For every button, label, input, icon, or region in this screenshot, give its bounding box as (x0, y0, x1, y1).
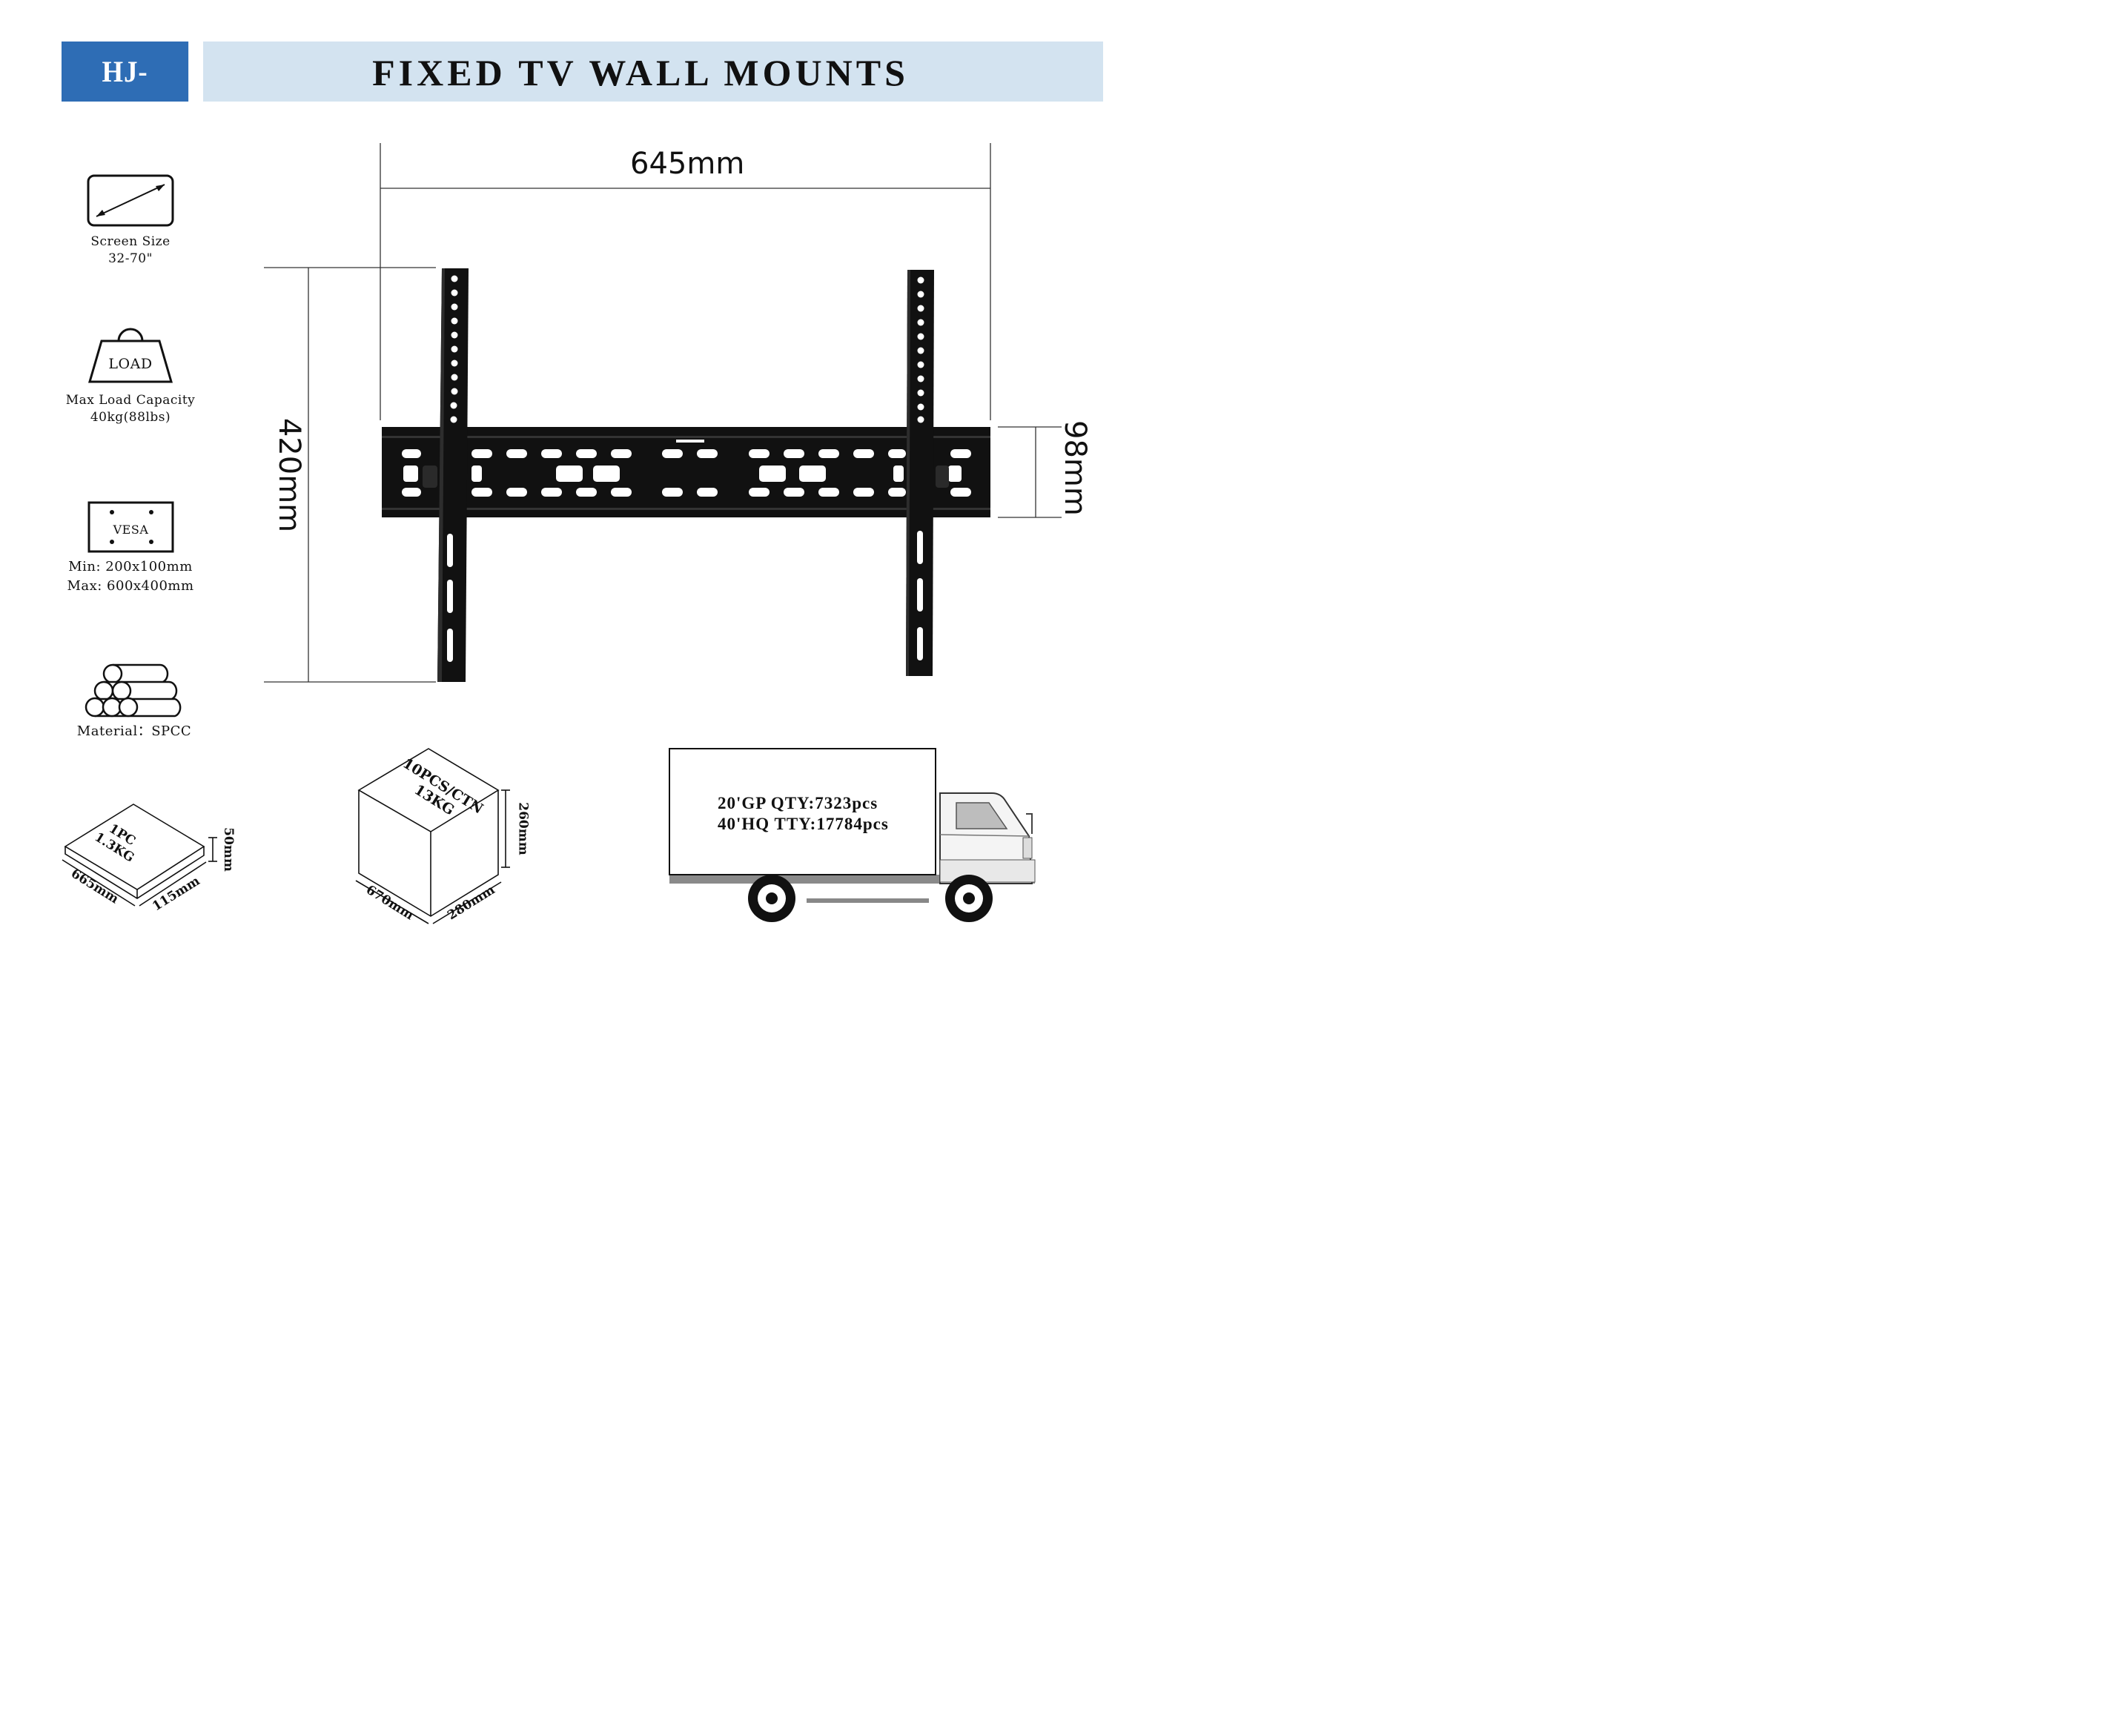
spec-sheet: HJ-HT003 FIXED TV WALL MOUNTS (0, 0, 1145, 938)
product-drawing (264, 143, 1062, 683)
dimension-lines (264, 143, 1062, 683)
screen-size-label: Screen Size 32-70" (90, 234, 171, 266)
left-vertical-bracket (437, 268, 469, 682)
vesa-pattern-icon (87, 501, 174, 553)
title-banner (203, 42, 1103, 102)
page-title: FIXED TV WALL MOUNTS (372, 52, 909, 93)
truck-icon (669, 748, 1036, 922)
vesa-range-label: Min: 200x100mm Max: 600x400mm (67, 559, 194, 594)
single-box-icon (62, 804, 217, 907)
hq40-quantity: 40'HQ TTY:17784pcs (718, 815, 889, 833)
carton-box-icon (355, 748, 510, 924)
packaging-drawings (62, 748, 510, 924)
tv-diagonal-icon (87, 174, 174, 227)
horizontal-rail (382, 427, 990, 517)
gp20-quantity: 20'GP QTY:7323pcs (718, 794, 878, 812)
right-vertical-bracket (906, 270, 934, 676)
load-capacity-label: Max Load Capacity 40kg(88lbs) (65, 393, 196, 425)
vesa-icon-text: VESA (113, 523, 149, 537)
spec-icons (85, 174, 182, 718)
material-label: Material：SPCC (76, 723, 192, 739)
model-badge: HJ-HT003 (62, 42, 189, 148)
steel-pipes-icon (85, 663, 182, 718)
shipping-quantities: 20'GP QTY:7323pcs 40'HQ TTY:17784pcs (718, 793, 889, 835)
load-icon-text: LOAD (108, 356, 153, 372)
width-dimension: 645mm (630, 147, 745, 181)
weight-icon (88, 328, 173, 383)
